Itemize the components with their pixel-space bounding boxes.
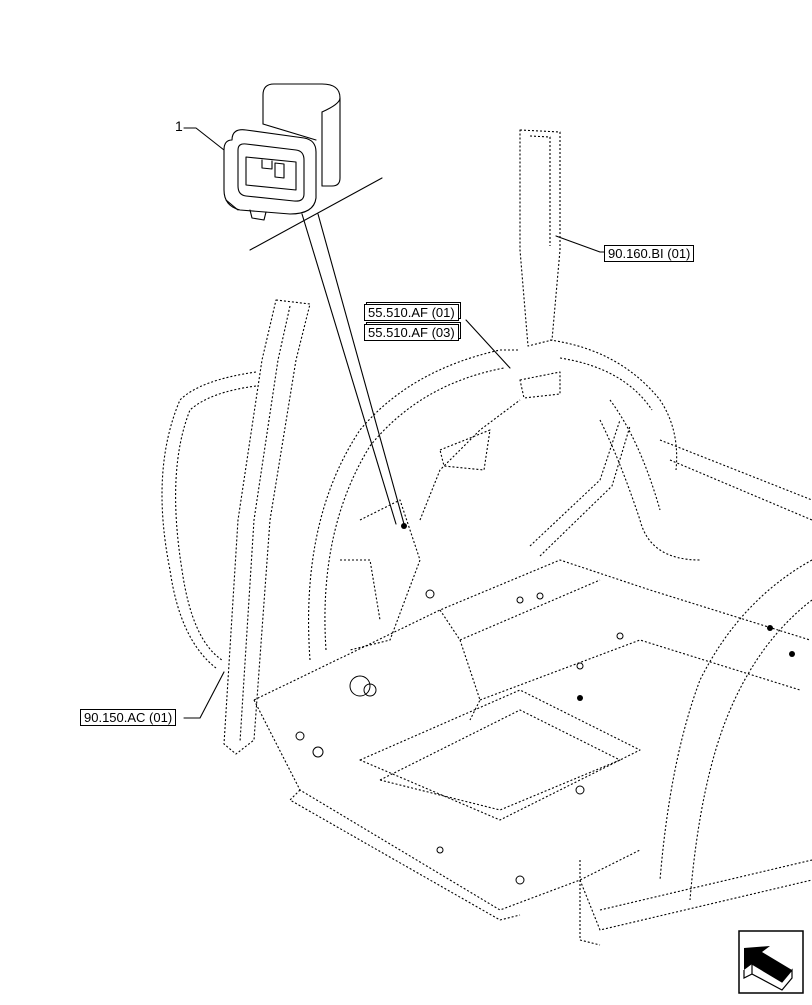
reference-90-150-ac[interactable]: 90.150.AC (01) <box>80 709 177 726</box>
leader-90-150-ac <box>183 671 225 719</box>
arrow-back-icon[interactable] <box>738 930 804 994</box>
fastener-markers <box>401 523 795 701</box>
detail-break-line <box>249 177 383 251</box>
reference-55-510-af-01[interactable]: 55.510.AF (01) <box>364 304 459 321</box>
fastener-rings <box>295 589 624 885</box>
leader-55-510-af <box>465 319 511 369</box>
reference-90-160-bi[interactable]: 90.160.BI (01) <box>604 245 695 262</box>
callout-number-1: 1 <box>175 118 183 134</box>
callout-leader-1 <box>183 127 225 151</box>
cab-frame <box>161 129 812 946</box>
detail-leader <box>317 213 405 525</box>
connector-detail <box>223 83 341 221</box>
reference-55-510-af-03[interactable]: 55.510.AF (03) <box>364 324 459 341</box>
detail-leader-2 <box>301 213 397 525</box>
leader-90-160-bi <box>555 235 605 253</box>
